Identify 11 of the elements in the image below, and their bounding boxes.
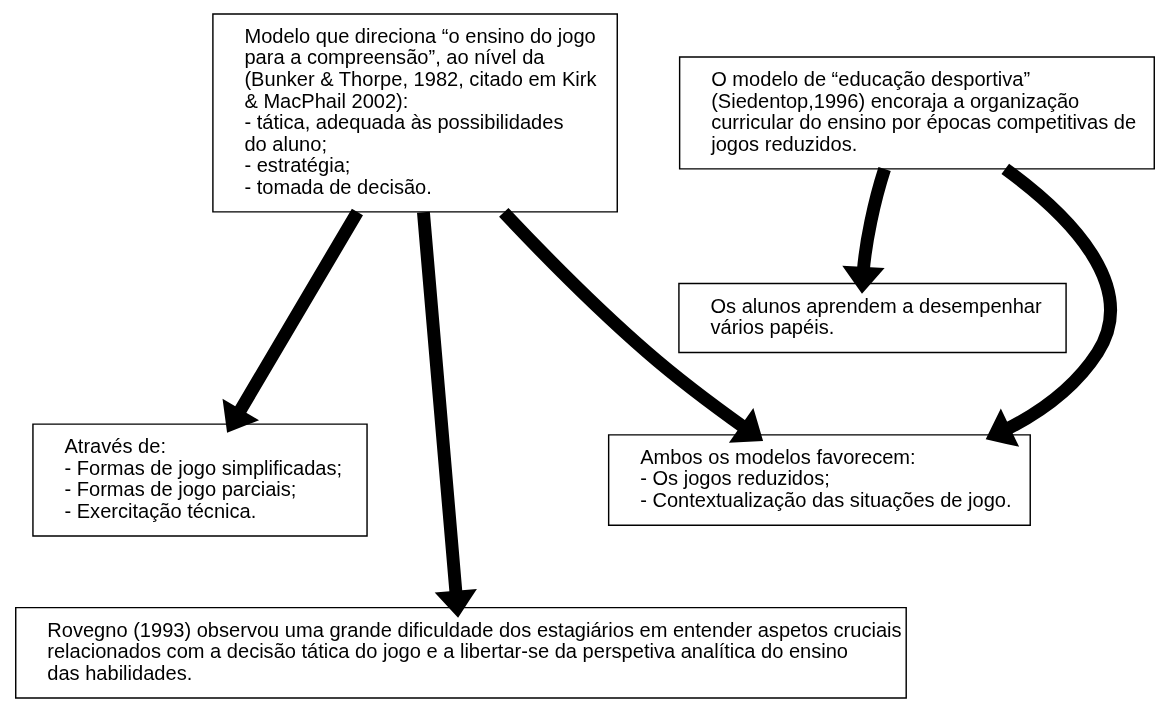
node-box: Os alunos aprendem a desempenhar vários papéis. bbox=[677, 282, 1067, 354]
node-box: Rovegno (1993) observou uma grande dificuldade dos estagiários em entender aspetos cruciais relacionados com a decisão tática do jogo e a libertar-se da perspetiva analítica do ensino das habilidades. bbox=[14, 606, 907, 699]
arrow bbox=[498, 207, 763, 443]
arrow bbox=[841, 167, 891, 294]
node-box: O modelo de “educação desportiva” (Siedentop,1996) encoraja a organização curricular do ensino por épocas competitivas de jogos reduzidos. bbox=[678, 56, 1155, 170]
node-box: Através de: - Formas de jogo simplificadas; - Formas de jogo parciais; - Exercitação técnica. bbox=[31, 423, 368, 537]
node-box: Modelo que direciona “o ensino do jogo para a compreensão”, ao nível da (Bunker & Thorpe, 1982, citado em Kirk & MacPhail 2002): - tática, adequada às possibilidades do aluno; - estratégia; - tomada de decisão. bbox=[211, 13, 618, 213]
node-box: Ambos os modelos favorecem: - Os jogos reduzidos; - Contextualização das situações de jogo. bbox=[607, 434, 1031, 526]
arrow bbox=[985, 163, 1117, 447]
arrow bbox=[222, 208, 363, 433]
arrow bbox=[416, 211, 477, 618]
